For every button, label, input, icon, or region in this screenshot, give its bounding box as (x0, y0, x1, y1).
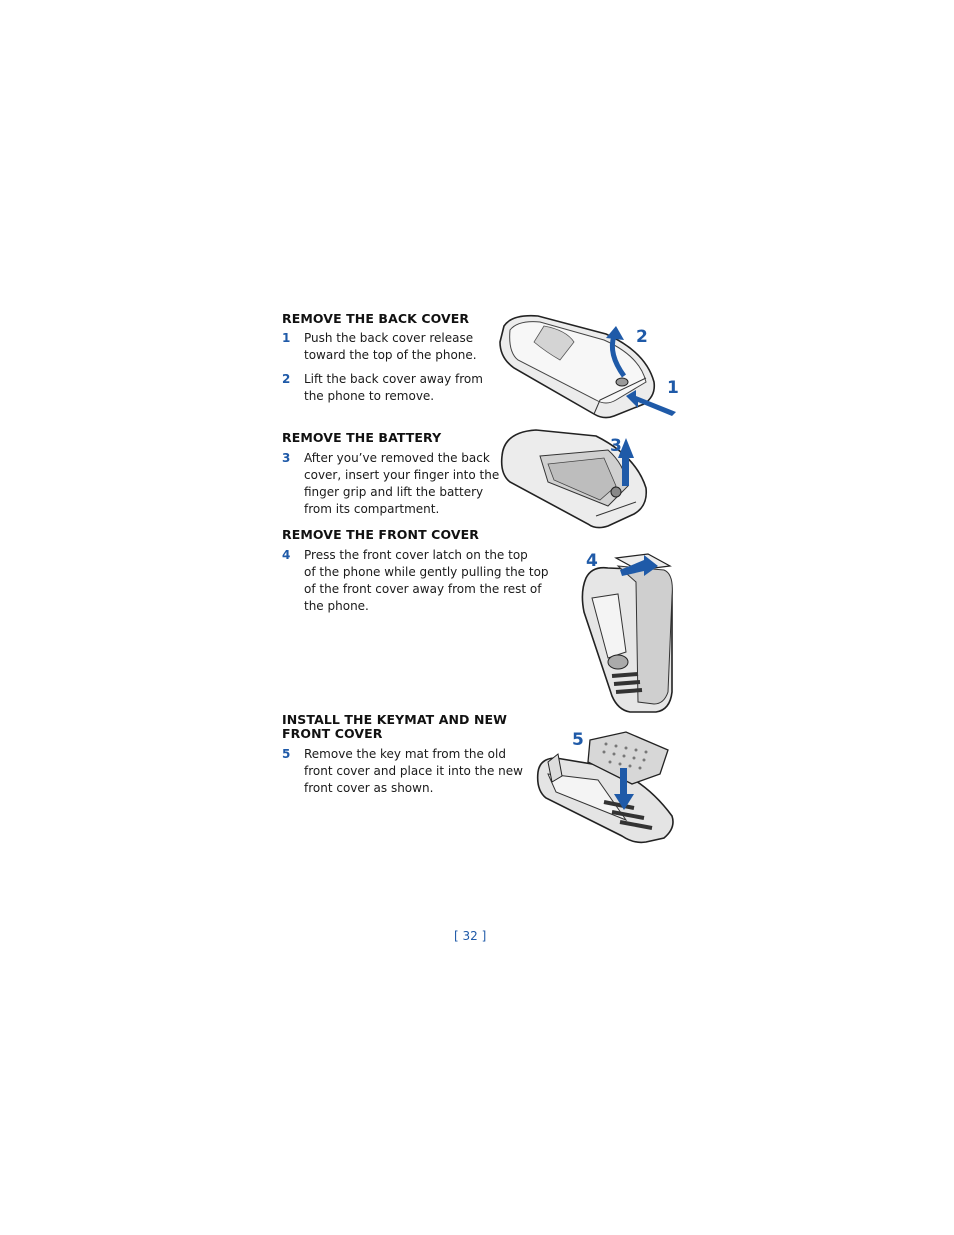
step-number: 1 (282, 331, 291, 345)
heading-remove-back-cover: REMOVE THE BACK COVER (282, 311, 470, 326)
step-number: 2 (282, 372, 291, 386)
heading-remove-front-cover: REMOVE THE FRONT COVER (282, 527, 479, 542)
step-text: After you’ve removed the back cover, ins… (304, 451, 500, 516)
step-1: 1 Push the back cover release toward the… (282, 330, 482, 364)
step-text: Lift the back cover away from the phone … (304, 372, 483, 403)
callout-1: 1 (667, 378, 679, 398)
step-text: Push the back cover release toward the t… (304, 331, 477, 362)
front-cover-illustration (581, 553, 673, 713)
keymat-illustration (536, 731, 674, 844)
step-number: 5 (282, 747, 291, 761)
heading-remove-battery: REMOVE THE BATTERY (282, 430, 442, 445)
step-text: Remove the key mat from the old front co… (304, 747, 523, 795)
page-number: [ 32 ] (454, 929, 487, 943)
step-2: 2 Lift the back cover away from the phon… (282, 371, 483, 405)
back-cover-illustration (499, 314, 676, 419)
callout-3: 3 (610, 436, 622, 456)
heading-install-keymat: INSTALL THE KEYMAT AND NEW FRONT COVER (282, 712, 508, 741)
battery-illustration (500, 429, 648, 529)
callout-4: 4 (586, 551, 598, 571)
step-number: 3 (282, 451, 291, 465)
callout-5: 5 (572, 730, 584, 750)
step-number: 4 (282, 548, 291, 562)
step-text: Press the front cover latch on the top o… (304, 548, 549, 613)
step-4: 4 Press the front cover latch on the top… (282, 547, 549, 615)
step-3: 3 After you’ve removed the back cover, i… (282, 450, 499, 518)
step-5: 5 Remove the key mat from the old front … (282, 746, 523, 797)
callout-2: 2 (636, 327, 648, 347)
